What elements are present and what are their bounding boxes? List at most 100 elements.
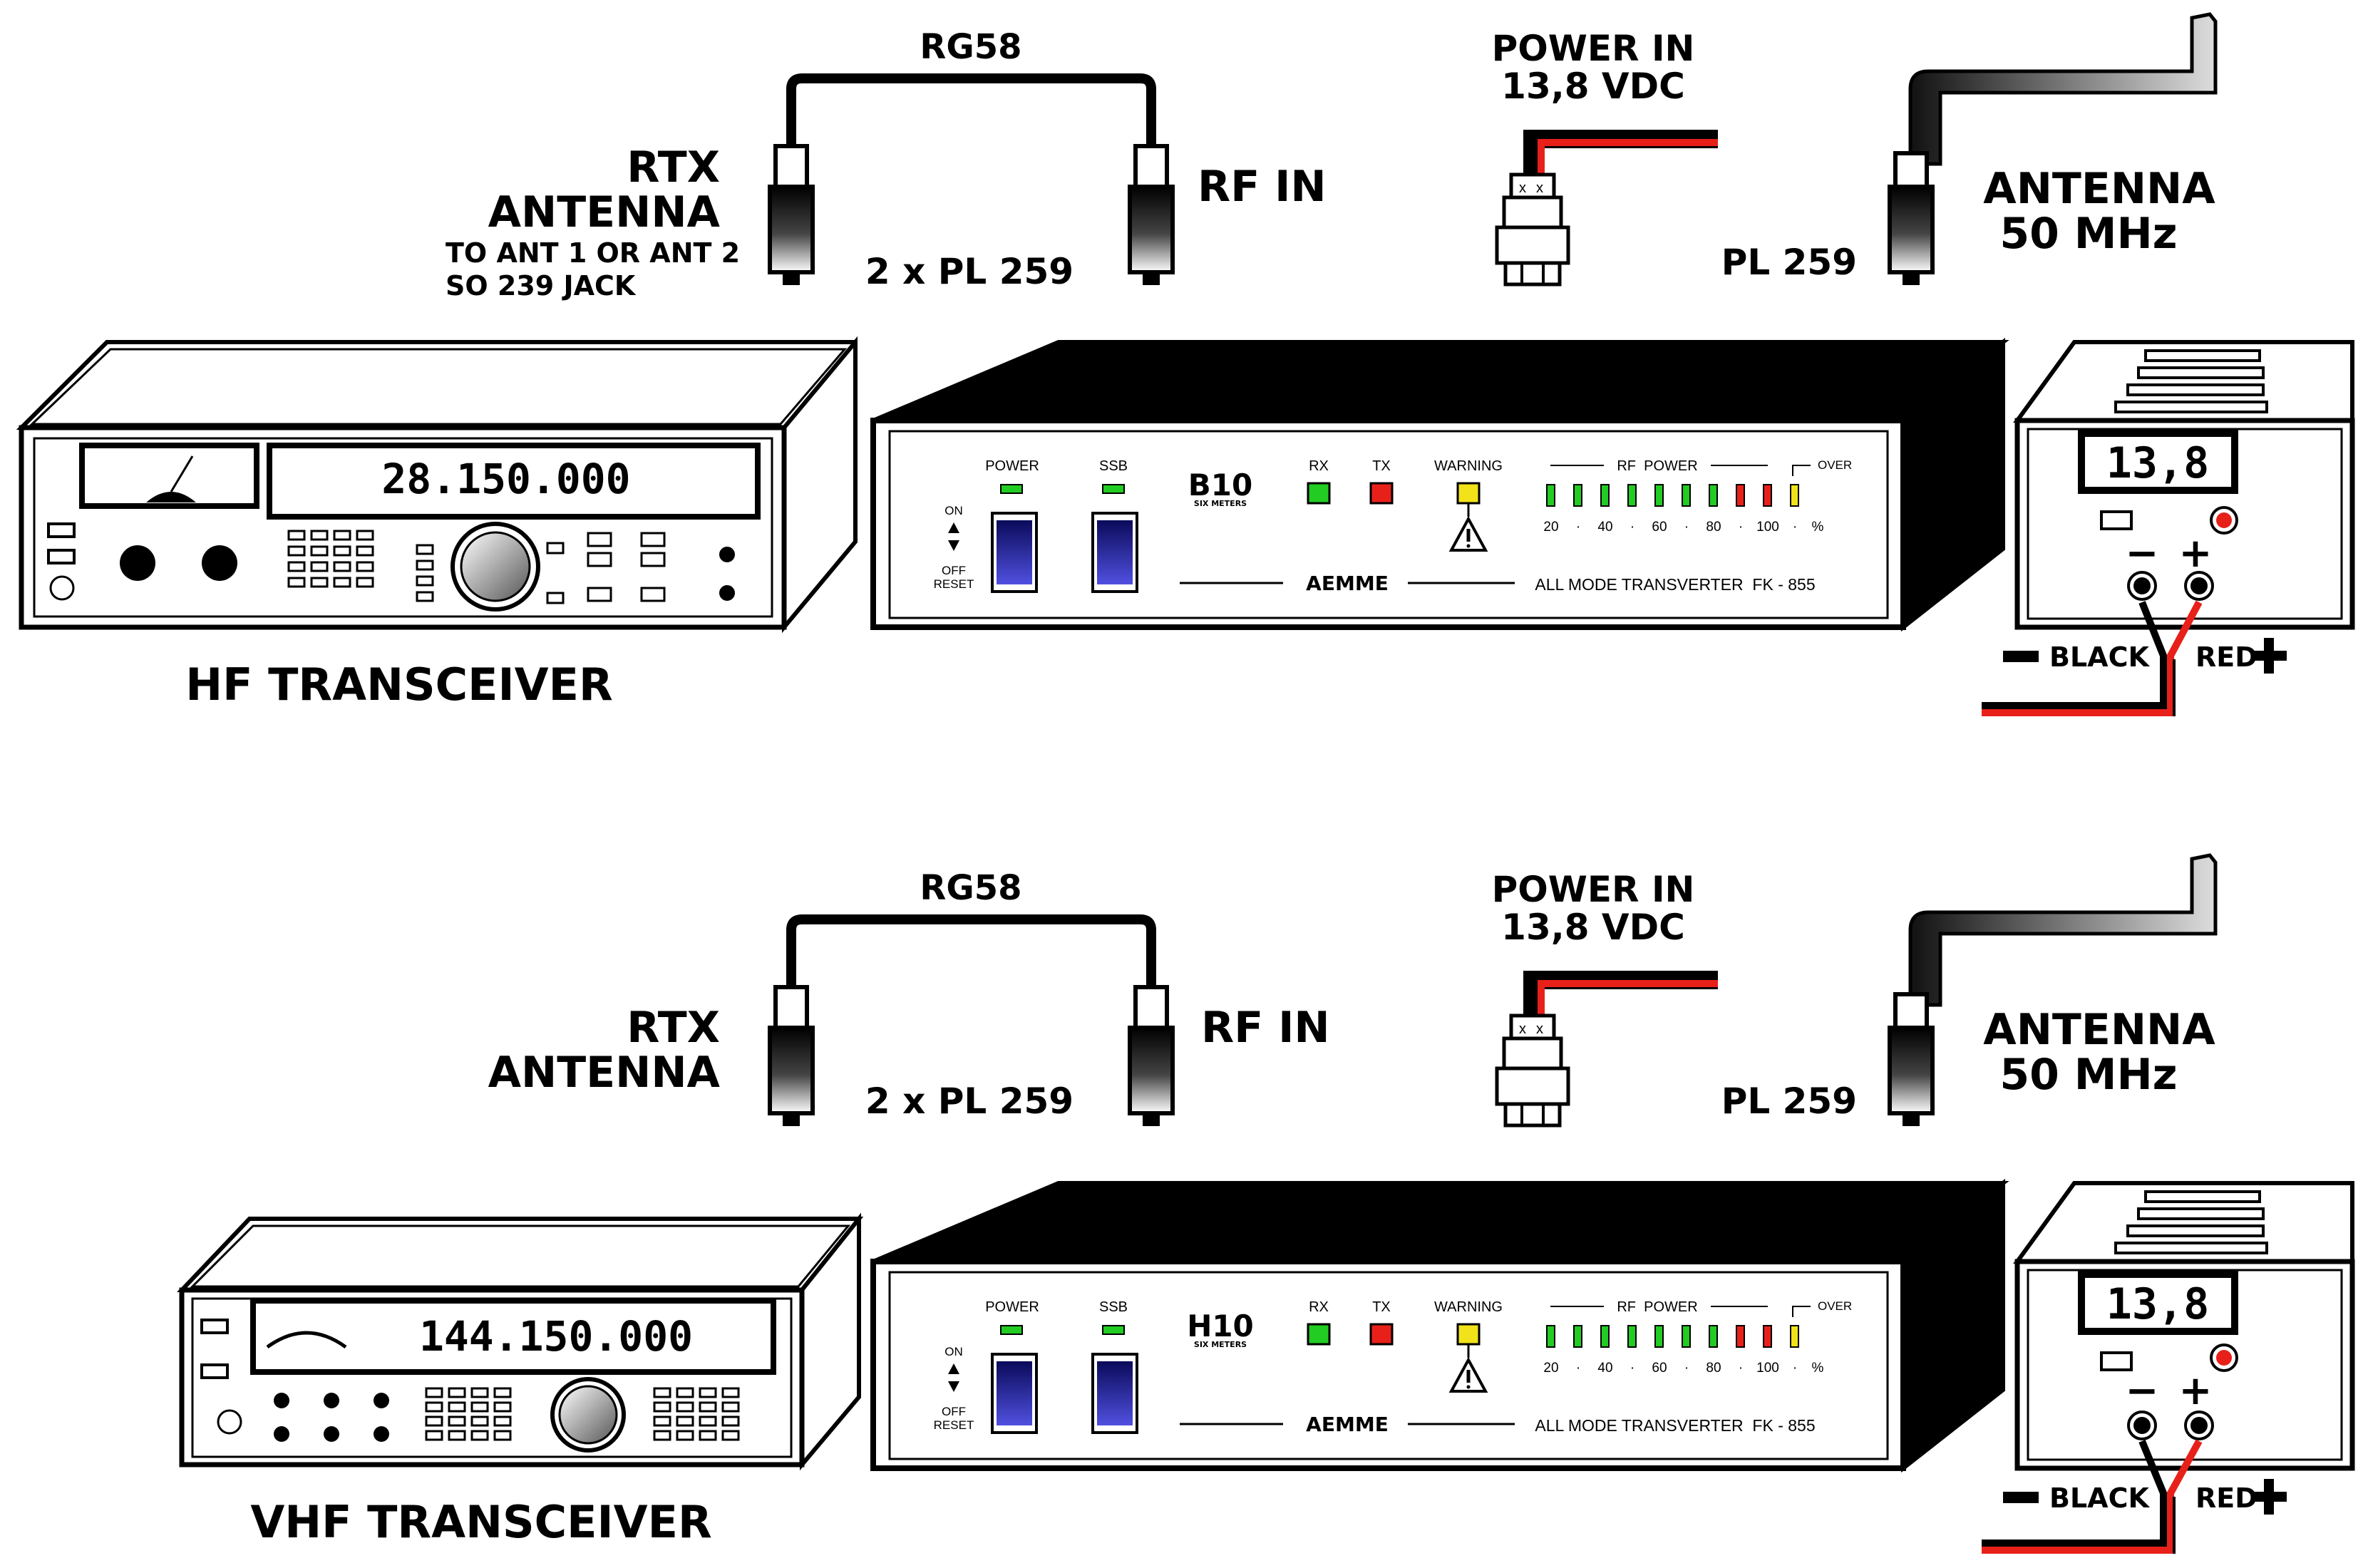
reset-label: RESET <box>934 577 974 591</box>
button[interactable] <box>47 549 76 564</box>
knob[interactable] <box>120 545 155 581</box>
rf-power-scale: 20 · 40 · 60 · 80 · 100 · % <box>1543 520 1823 535</box>
frequency-readout: 28.150.000 <box>381 455 630 503</box>
power-supply: 13,8 − + <box>2013 340 2355 630</box>
rf-power-bargraph <box>1546 484 1799 507</box>
antenna-label: ANTENNA <box>488 1048 721 1098</box>
svg-text:20: 20 <box>1543 1361 1558 1376</box>
pl259-plug-left <box>768 144 815 285</box>
rtx-sub-label: TO ANT 1 OR ANT 2 <box>446 237 740 269</box>
off-label: OFF <box>942 564 966 577</box>
voltage-label: 13,8 VDC <box>1501 66 1685 107</box>
model-label: H10 <box>1187 1309 1254 1343</box>
svg-text:·: · <box>1576 520 1580 535</box>
antenna-label: ANTENNA <box>488 187 721 237</box>
reset-label: RESET <box>934 1418 974 1432</box>
red-label: RED <box>2195 641 2258 673</box>
function-buttons[interactable] <box>587 532 666 602</box>
pl259-label: PL 259 <box>1721 242 1857 283</box>
pl259-label: PL 259 <box>1721 1080 1857 1122</box>
psu-switch[interactable] <box>2100 1351 2133 1371</box>
small-knobs[interactable] <box>274 1393 389 1442</box>
cable-label: RG58 <box>920 27 1021 67</box>
warning-led <box>1456 482 1481 505</box>
tx-led <box>1369 482 1394 505</box>
button[interactable] <box>47 522 76 538</box>
minus-label: − <box>2126 1368 2159 1414</box>
over-label: OVER <box>1818 458 1852 472</box>
svg-text:·: · <box>1793 520 1797 535</box>
button[interactable] <box>200 1319 229 1334</box>
over-label: OVER <box>1818 1299 1852 1313</box>
frequency-readout: 144.150.000 <box>419 1312 693 1361</box>
knob[interactable] <box>202 545 237 581</box>
svg-text:·: · <box>1630 1361 1634 1376</box>
power-led <box>1000 1325 1023 1335</box>
svg-text:%: % <box>1812 1361 1824 1376</box>
svg-text:60: 60 <box>1652 520 1667 535</box>
model-sub-label: SIX METERS <box>1194 499 1247 508</box>
rx-label: RX <box>1309 1299 1329 1315</box>
on-label: ON <box>944 1345 963 1358</box>
power-led <box>49 575 75 601</box>
keypad[interactable] <box>425 1387 740 1441</box>
svg-text:100: 100 <box>1756 520 1779 535</box>
setup-hf: RG58 RTX ANTENNA TO ANT 1 OR ANT 2 SO 23… <box>16 12 2355 716</box>
power-switch-label: POWER <box>985 458 1039 474</box>
warning-label: WARNING <box>1434 1299 1503 1315</box>
black-label: BLACK <box>2049 641 2150 673</box>
svg-text:40: 40 <box>1597 520 1612 535</box>
svg-text:20: 20 <box>1543 520 1558 535</box>
hf-transceiver: 28.150.000 <box>16 336 858 634</box>
rf-power-bargraph <box>1546 1325 1799 1348</box>
svg-text:60: 60 <box>1652 1361 1667 1376</box>
svg-text:100: 100 <box>1756 1361 1779 1376</box>
svg-text:80: 80 <box>1706 520 1721 535</box>
pl259-plug-right <box>1128 144 1175 285</box>
svg-text:·: · <box>1793 1361 1797 1376</box>
pl259-plug-left <box>768 985 815 1126</box>
svg-text:·: · <box>1739 1361 1743 1376</box>
svg-text:·: · <box>1739 520 1743 535</box>
svg-text:x: x <box>1519 1021 1526 1037</box>
rx-label: RX <box>1309 458 1329 474</box>
transverter-b10: POWER SSB ON OFF RESET B10 SIX METERS RX… <box>870 337 2009 632</box>
svg-text:·: · <box>1630 520 1634 535</box>
svg-text:80: 80 <box>1706 1361 1721 1376</box>
power-switch-label: POWER <box>985 1299 1039 1315</box>
tx-label: TX <box>1372 458 1391 474</box>
transverter-h10: POWER SSB ON OFF RESET H10 SIX METERS RX… <box>870 1178 2009 1473</box>
setup-vhf: RG58 RTX ANTENNA RF IN 2 x PL 259 x x PO… <box>177 853 2355 1554</box>
psu-cable-black <box>1982 1440 2167 1547</box>
jack <box>716 582 738 604</box>
frequency-display <box>250 1298 776 1375</box>
ssb-led <box>1102 1325 1125 1335</box>
svg-text:·: · <box>1684 520 1689 535</box>
black-label: BLACK <box>2049 1482 2150 1514</box>
vhf-transceiver: 144.150.000 <box>177 1212 864 1471</box>
rf-power-label: RF POWER <box>1617 1299 1697 1315</box>
cable-label: RG58 <box>920 868 1021 908</box>
power-led <box>1000 484 1023 494</box>
power-plug: x x <box>1495 172 1570 287</box>
keypad[interactable] <box>287 530 434 602</box>
rg58-cable <box>786 73 1156 214</box>
power-plug: x x <box>1495 1013 1570 1128</box>
rf-power-label: RF POWER <box>1617 458 1697 474</box>
frequency-display <box>267 443 761 520</box>
antenna-cable <box>1908 853 2218 1007</box>
rtx-label: RTX <box>627 1003 720 1053</box>
psu-switch[interactable] <box>2100 510 2133 530</box>
transverter-description: ALL MODE TRANSVERTER FK - 855 <box>1535 575 1815 594</box>
power-in-label: POWER IN <box>1492 28 1695 69</box>
voltage-label: 13,8 VDC <box>1501 907 1685 948</box>
antenna-cable <box>1908 12 2218 166</box>
vhf-transceiver-label: VHF TRANSCEIVER <box>250 1496 711 1548</box>
plus-label: + <box>2179 1368 2213 1414</box>
frequency-50-label: 50 MHz <box>1999 1050 2177 1100</box>
voltage-display <box>2078 430 2238 494</box>
button[interactable] <box>200 1363 229 1379</box>
connectors-label: 2 x PL 259 <box>865 1080 1074 1122</box>
svg-text:%: % <box>1812 520 1824 535</box>
